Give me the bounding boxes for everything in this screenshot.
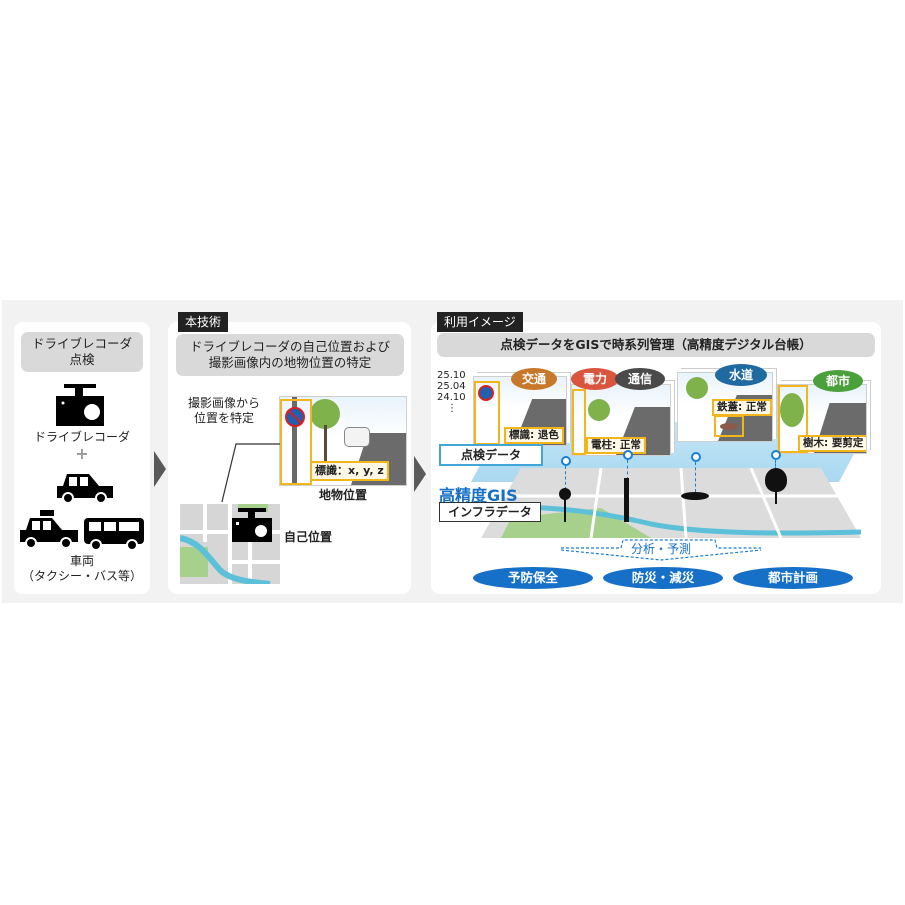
card-label: 電柱: 正常 xyxy=(586,437,646,454)
traffic-sign-marker-icon xyxy=(559,488,571,500)
no-parking-sign-icon xyxy=(285,407,305,427)
tag-this-technology: 本技術 xyxy=(178,312,229,332)
inspection-card-city: 樹木: 要剪定 xyxy=(777,384,867,454)
tree-icon xyxy=(686,377,708,399)
tree-icon xyxy=(588,399,610,421)
category-water: 水道 xyxy=(715,364,767,386)
photo-caption: 撮影画像から 位置を特定 xyxy=(187,396,260,425)
panel3-header: 点検データをGISで時系列管理（高精度デジタル台帳） xyxy=(437,333,875,357)
category-traffic: 交通 xyxy=(511,368,557,390)
panel-dashcam-inspection: ドライブレコーダ 点検 ドライブレコーダ + xyxy=(14,322,150,594)
outcome-urban-planning: 都市計画 xyxy=(733,567,853,589)
plus-icon: + xyxy=(75,444,89,463)
self-position-label: 自己位置 xyxy=(283,530,332,544)
analysis-label: 分析・予測 xyxy=(631,542,692,556)
map-thumbnail xyxy=(180,502,280,584)
camera-photo: 標識：x, y, z xyxy=(279,396,407,486)
infra-data-label: インフラデータ xyxy=(439,502,541,522)
dashcam-label: ドライブレコーダ xyxy=(33,430,130,444)
taxi-icon xyxy=(18,510,80,550)
tag-usage-image: 利用イメージ xyxy=(437,312,523,332)
arrow-right-icon xyxy=(154,451,166,487)
manhole-marker-icon xyxy=(681,492,709,500)
bus-icon xyxy=(84,518,146,552)
dashcam-icon xyxy=(232,508,272,542)
dashcam-icon xyxy=(56,384,106,426)
panel-technology: ドライブレコーダの自己位置および 撮影画像内の地物位置の特定 撮影画像から 位置… xyxy=(168,322,411,594)
sign-coordinate-label: 標識：x, y, z xyxy=(310,461,389,481)
date-list: 25.10 25.04 24.10 ⋮ xyxy=(437,370,466,414)
tree-marker-icon xyxy=(765,468,787,492)
gis-label: 高精度GIS xyxy=(439,486,518,505)
outcome-disaster-prevention: 防災・減災 xyxy=(603,567,723,589)
vehicles-label: 車両 （タクシー・バス等） xyxy=(21,554,142,583)
card-label: 標識: 退色 xyxy=(504,427,564,444)
panel1-header: ドライブレコーダ 点検 xyxy=(21,332,143,372)
location-pin-icon xyxy=(561,456,571,466)
car-icon xyxy=(344,427,370,447)
panel-usage-image: 点検データをGISで時系列管理（高精度デジタル台帳） 25.10 25.04 2… xyxy=(431,322,881,594)
tree-icon xyxy=(310,399,340,429)
pole xyxy=(292,397,297,485)
utility-pole-marker-icon xyxy=(624,478,629,522)
arrow-right-icon xyxy=(414,456,426,492)
category-power: 電力 xyxy=(571,368,619,390)
inspection-data-label: 点検データ xyxy=(439,444,543,466)
panel2-header: ドライブレコーダの自己位置および 撮影画像内の地物位置の特定 xyxy=(176,334,404,376)
sign-highlight-box xyxy=(280,399,312,485)
location-pin-icon xyxy=(691,452,701,462)
location-pin-icon xyxy=(771,450,781,460)
object-position-label: 地物位置 xyxy=(318,488,367,502)
tree-icon xyxy=(780,393,804,427)
manhole-cover-icon xyxy=(720,423,738,430)
card-label: 樹木: 要剪定 xyxy=(798,435,866,452)
category-telecom: 通信 xyxy=(615,368,665,390)
analysis-bracket xyxy=(561,539,761,561)
inspection-card-power-telecom: 電柱: 正常 xyxy=(571,384,671,456)
card-label: 鉄蓋: 正常 xyxy=(712,399,772,416)
category-city: 都市 xyxy=(813,370,863,392)
outcome-preventive-maintenance: 予防保全 xyxy=(473,567,593,589)
location-pin-icon xyxy=(623,450,633,460)
car-icon xyxy=(55,472,115,504)
no-parking-sign-icon xyxy=(478,385,494,401)
